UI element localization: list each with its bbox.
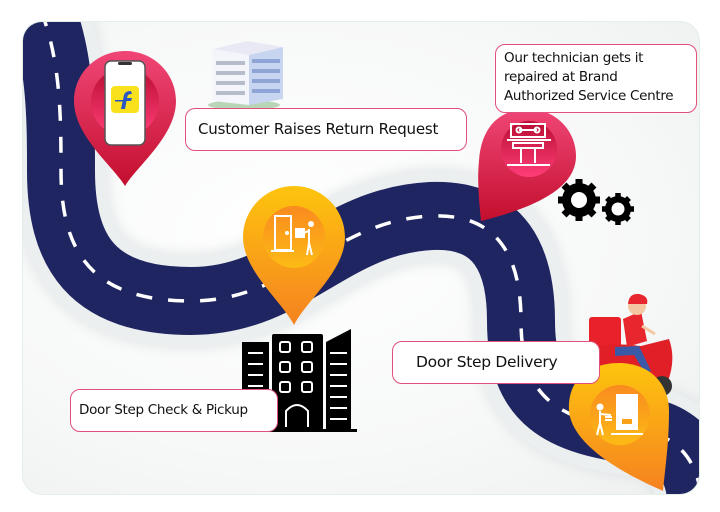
pin-step-pickup (243, 186, 345, 325)
label-door-step-check-pickup: Door Step Check & Pickup (70, 389, 278, 432)
apartment-building-icon (239, 329, 357, 432)
gears-icon (558, 179, 634, 225)
service-centre-icon (507, 123, 551, 166)
pin-step-delivery (568, 363, 669, 491)
label-technician-repair: Our technician gets it repaired at Brand… (495, 44, 697, 113)
door-delivery-icon (596, 394, 643, 436)
journey-scene (23, 22, 699, 494)
pin-step-repair (478, 109, 576, 221)
label-door-step-delivery: Door Step Delivery (392, 341, 600, 384)
pin-step-request (74, 51, 176, 186)
office-building-icon (208, 41, 283, 110)
phone-app-icon (104, 60, 146, 146)
door-pickup-icon (271, 215, 314, 256)
label-customer-raises-return-request: Customer Raises Return Request (185, 108, 467, 151)
